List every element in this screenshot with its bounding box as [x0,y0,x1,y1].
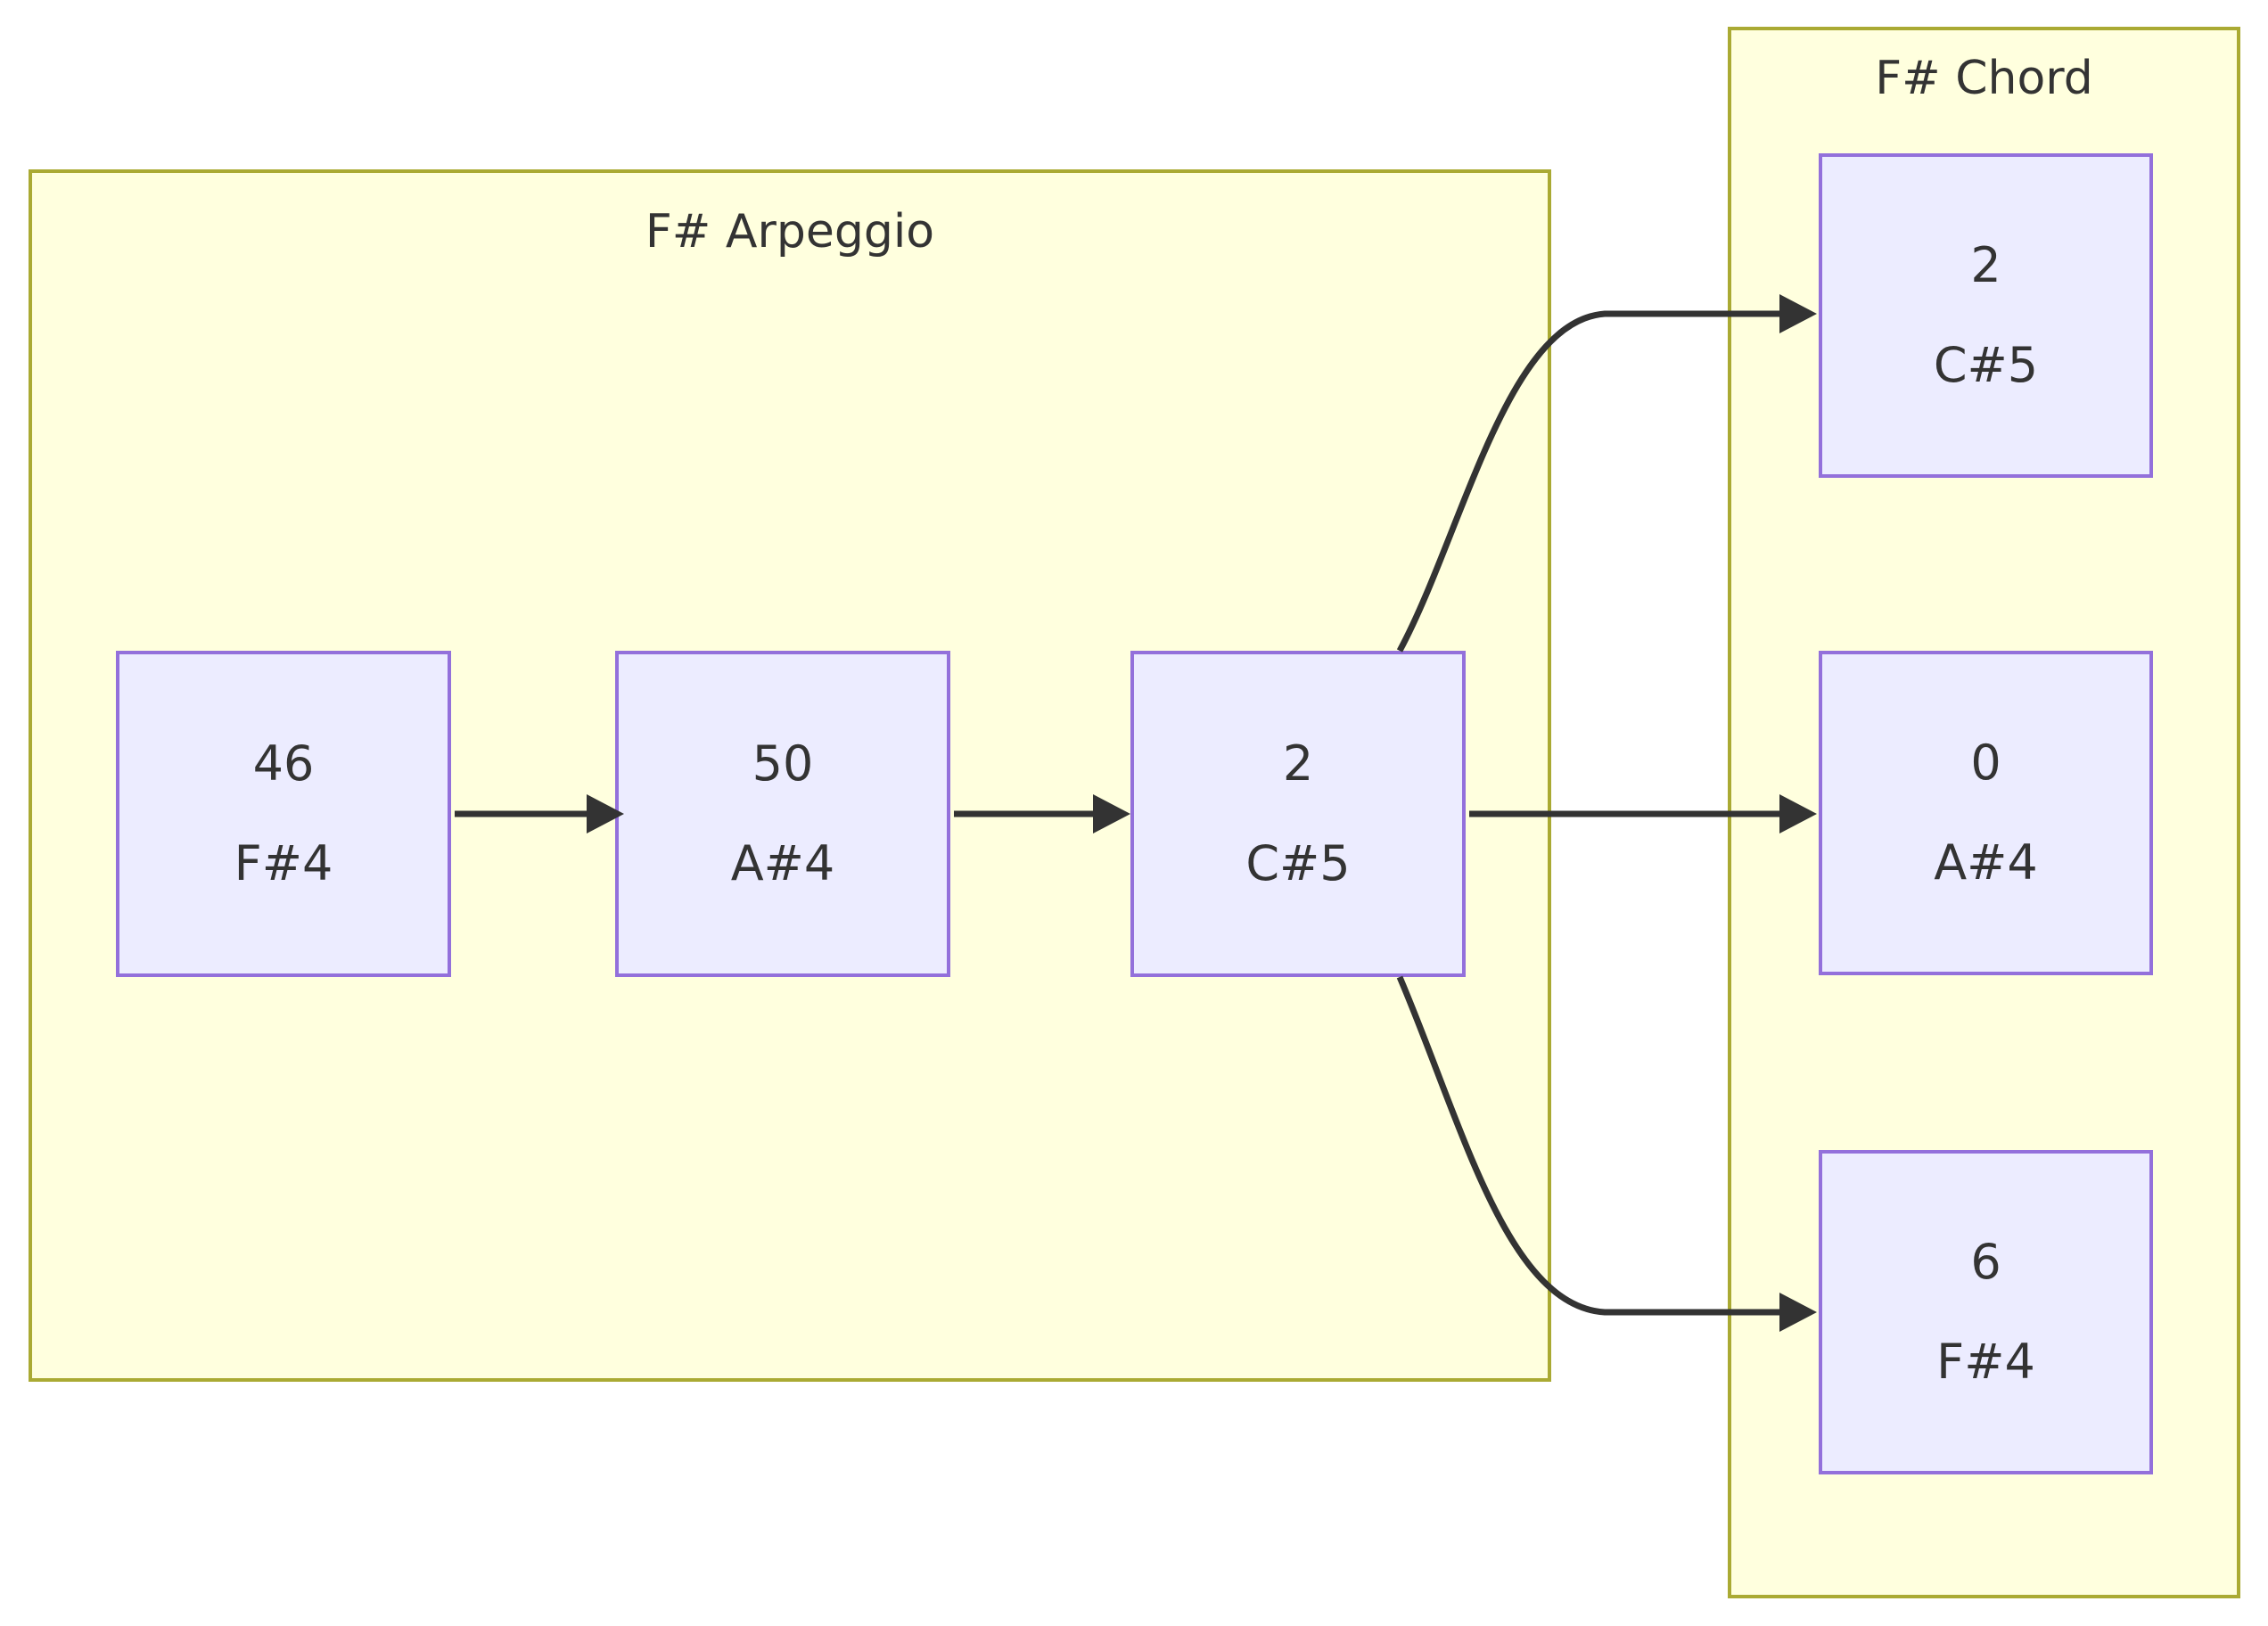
cluster-title-arpeggio: F# Arpeggio [645,205,935,259]
node-note: F#4 [234,835,333,891]
node-chord-6-fsharp4[interactable]: 6 F#4 [1819,1150,2153,1474]
node-note: F#4 [1936,1334,2035,1390]
node-value: 46 [252,735,315,792]
node-note: C#5 [1933,337,2039,393]
node-arpeggio-50-asharp4[interactable]: 50 A#4 [615,651,950,977]
node-value: 0 [1970,734,2001,791]
node-arpeggio-2-csharp5[interactable]: 2 C#5 [1130,651,1466,977]
node-chord-0-asharp4[interactable]: 0 A#4 [1819,651,2153,975]
node-chord-2-csharp5[interactable]: 2 C#5 [1819,153,2153,478]
node-value: 2 [1970,236,2001,293]
node-note: A#4 [730,835,835,891]
node-note: C#5 [1245,835,1351,891]
node-value: 50 [752,735,814,792]
node-value: 2 [1282,735,1314,792]
cluster-title-chord: F# Chord [1875,52,2093,105]
node-arpeggio-46-fsharp4[interactable]: 46 F#4 [116,651,451,977]
node-note: A#4 [1934,834,2038,891]
node-value: 6 [1970,1233,2001,1290]
